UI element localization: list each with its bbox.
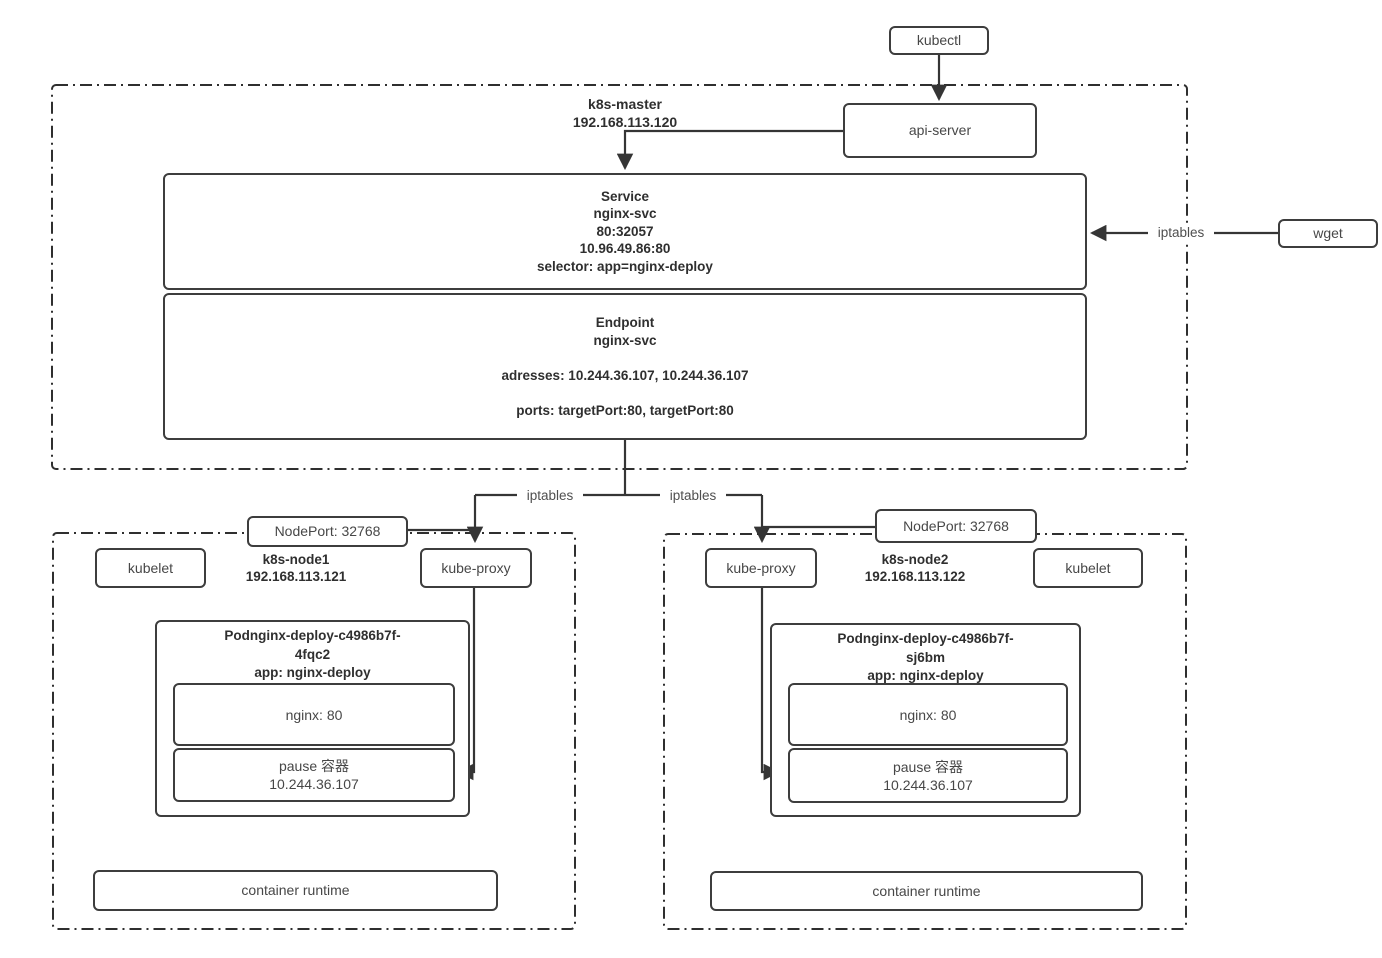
endpoint-name: nginx-svc [593, 332, 657, 348]
iptables-wget-label: iptables [1148, 225, 1214, 241]
node2-kubelet-label: kubelet [1065, 559, 1111, 576]
node1-name: k8s-node1 [262, 552, 330, 567]
node1-nginx-label: nginx: 80 [285, 706, 343, 723]
node1-kubelet-label: kubelet [127, 559, 174, 576]
node1-kube-proxy-box: kube-proxy [420, 548, 532, 588]
master-name: k8s-master [588, 96, 662, 112]
node2-pod-title-line1: Podnginx-deploy-c4986b7f- [837, 631, 1014, 646]
endpoint-box: Endpoint nginx-svc adresses: 10.244.36.1… [163, 293, 1087, 440]
service-port-mapping: 80:32057 [596, 223, 654, 239]
service-title: Service [600, 188, 650, 204]
service-selector: selector: app=nginx-deploy [537, 258, 713, 274]
node2-pod-title-line3: app: nginx-deploy [867, 668, 984, 683]
kubectl-box: kubectl [889, 26, 989, 55]
master-ip: 192.168.113.120 [572, 114, 678, 130]
node2-kube-proxy-label: kube-proxy [726, 559, 796, 576]
nodeport2-box: NodePort: 32768 [875, 509, 1037, 543]
node1-pod-box: Podnginx-deploy-c4986b7f- 4fqc2 app: ngi… [155, 620, 470, 817]
node2-container-runtime-label: container runtime [872, 882, 981, 899]
arrow-apiserver-to-service [616, 129, 843, 171]
endpoint-title: Endpoint [595, 314, 655, 330]
nodeport2-label: NodePort: 32768 [903, 517, 1009, 534]
master-title: k8s-master 192.168.113.120 [495, 95, 755, 131]
node1-kube-proxy-label: kube-proxy [441, 559, 511, 576]
node1-kubelet-box: kubelet [95, 548, 206, 588]
wget-label: wget [1313, 225, 1343, 241]
node2-ip: 192.168.113.122 [864, 569, 966, 584]
api-server-label: api-server [908, 122, 972, 138]
node2-kube-proxy-box: kube-proxy [705, 548, 817, 588]
node1-container-runtime-label: container runtime [241, 882, 350, 898]
nodeport1-label: NodePort: 32768 [274, 523, 381, 539]
kubectl-label: kubectl [916, 32, 962, 48]
service-cluster-ip: 10.96.49.86:80 [579, 241, 671, 257]
node2-pod-title-line2: sj6bm [905, 649, 946, 665]
node2-kubelet-box: kubelet [1033, 548, 1143, 588]
wget-box: wget [1278, 219, 1378, 248]
iptables-node2-label: iptables [660, 488, 726, 504]
nodeport1-box: NodePort: 32768 [247, 516, 408, 547]
node1-pause-container-box: pause 容器 10.244.36.107 [173, 748, 455, 802]
node1-title: k8s-node1 192.168.113.121 [216, 551, 376, 585]
node2-container-runtime-box: container runtime [710, 871, 1143, 911]
node1-ip: 192.168.113.121 [245, 569, 347, 584]
node2-name: k8s-node2 [881, 552, 949, 567]
node1-pause-ip: 10.244.36.107 [269, 776, 359, 792]
node1-container-runtime-box: container runtime [93, 870, 498, 911]
node2-pause-container-box: pause 容器 10.244.36.107 [788, 748, 1068, 803]
node2-pause-name: pause 容器 [892, 758, 964, 775]
node2-pod-box: Podnginx-deploy-c4986b7f- sj6bm app: ngi… [770, 623, 1081, 817]
node1-nginx-container-box: nginx: 80 [173, 683, 455, 746]
iptables-node1-label: iptables [517, 488, 583, 504]
service-box: Service nginx-svc 80:32057 10.96.49.86:8… [163, 173, 1087, 290]
node2-pause-ip: 10.244.36.107 [883, 776, 973, 793]
service-name: nginx-svc [593, 206, 657, 222]
node1-pod-title-line1: Podnginx-deploy-c4986b7f- [224, 628, 401, 643]
endpoint-ports: ports: targetPort:80, targetPort:80 [516, 402, 734, 418]
node2-nginx-container-box: nginx: 80 [788, 683, 1068, 746]
master-boundary [51, 84, 1188, 470]
node2-nginx-label: nginx: 80 [899, 706, 957, 723]
node2-title: k8s-node2 192.168.113.122 [835, 551, 995, 585]
node1-pod-title-line3: app: nginx-deploy [254, 665, 371, 680]
endpoint-addresses: adresses: 10.244.36.107, 10.244.36.107 [501, 367, 749, 383]
api-server-box: api-server [843, 103, 1037, 158]
node1-pause-name: pause 容器 [278, 758, 350, 774]
node1-pod-title-line2: 4fqc2 [294, 646, 331, 662]
